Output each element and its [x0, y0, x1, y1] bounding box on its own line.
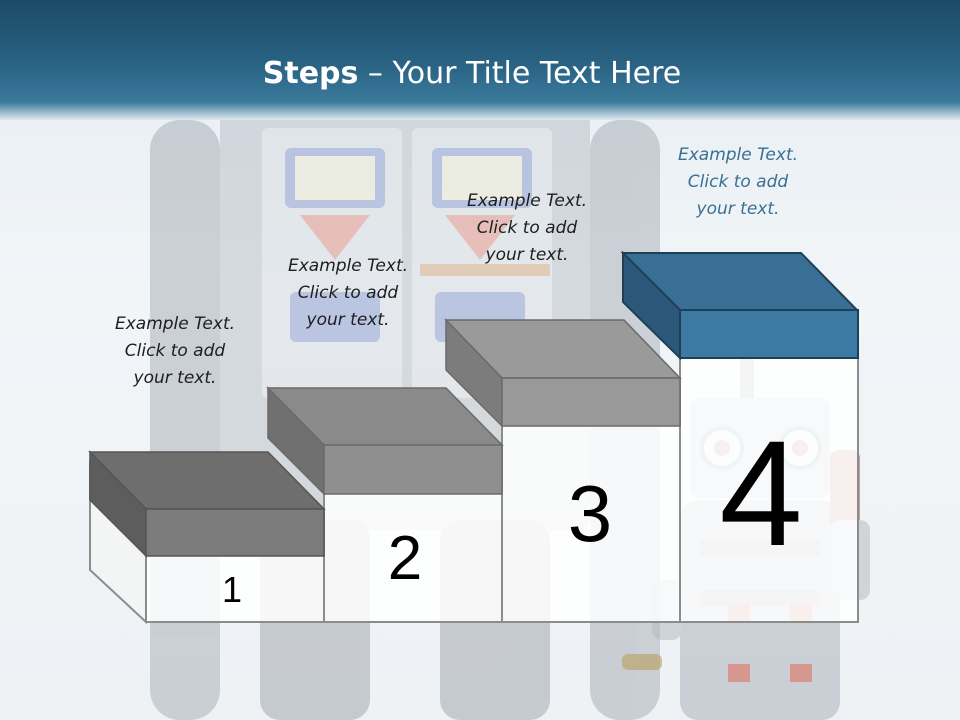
step-3-line-3: your text.	[485, 245, 569, 265]
step-1-number: 1	[221, 569, 243, 610]
step-1-text[interactable]: Example Text. Click to add your text.	[90, 311, 260, 392]
step-3-line-2: Click to add	[476, 218, 578, 238]
step-4-line-3: your text.	[696, 199, 780, 219]
title-rest: – Your Title Text Here	[358, 56, 682, 91]
step-1-line-1: Example Text.	[114, 314, 236, 334]
slide-title[interactable]: Steps – Your Title Text Here	[0, 54, 944, 94]
step-2-line-2: Click to add	[297, 283, 399, 303]
title-bold: Steps	[262, 56, 359, 91]
step-1-line-3: your text.	[133, 368, 217, 388]
title-bar	[0, 0, 960, 120]
step-1-line-2: Click to add	[124, 341, 226, 361]
step-3-front	[501, 424, 681, 623]
step-2-line-1: Example Text.	[287, 256, 409, 276]
step-2-line-3: your text.	[306, 310, 390, 330]
step-2-text[interactable]: Example Text. Click to add your text.	[263, 253, 433, 334]
step-3-text[interactable]: Example Text. Click to add your text.	[442, 188, 612, 269]
step-2-block	[266, 386, 504, 496]
step-4-block	[620, 250, 860, 361]
step-3-number: 3	[567, 469, 613, 558]
step-3-line-1: Example Text.	[466, 191, 588, 211]
step-3-block	[444, 318, 682, 428]
step-2-front	[323, 492, 503, 623]
step-1-block	[88, 450, 326, 558]
step-4-text[interactable]: Example Text. Click to add your text.	[653, 142, 823, 223]
step-4-number: 4	[719, 409, 803, 577]
step-4-line-2: Click to add	[687, 172, 789, 192]
step-2-number: 2	[387, 524, 423, 593]
step-4-line-1: Example Text.	[677, 145, 799, 165]
